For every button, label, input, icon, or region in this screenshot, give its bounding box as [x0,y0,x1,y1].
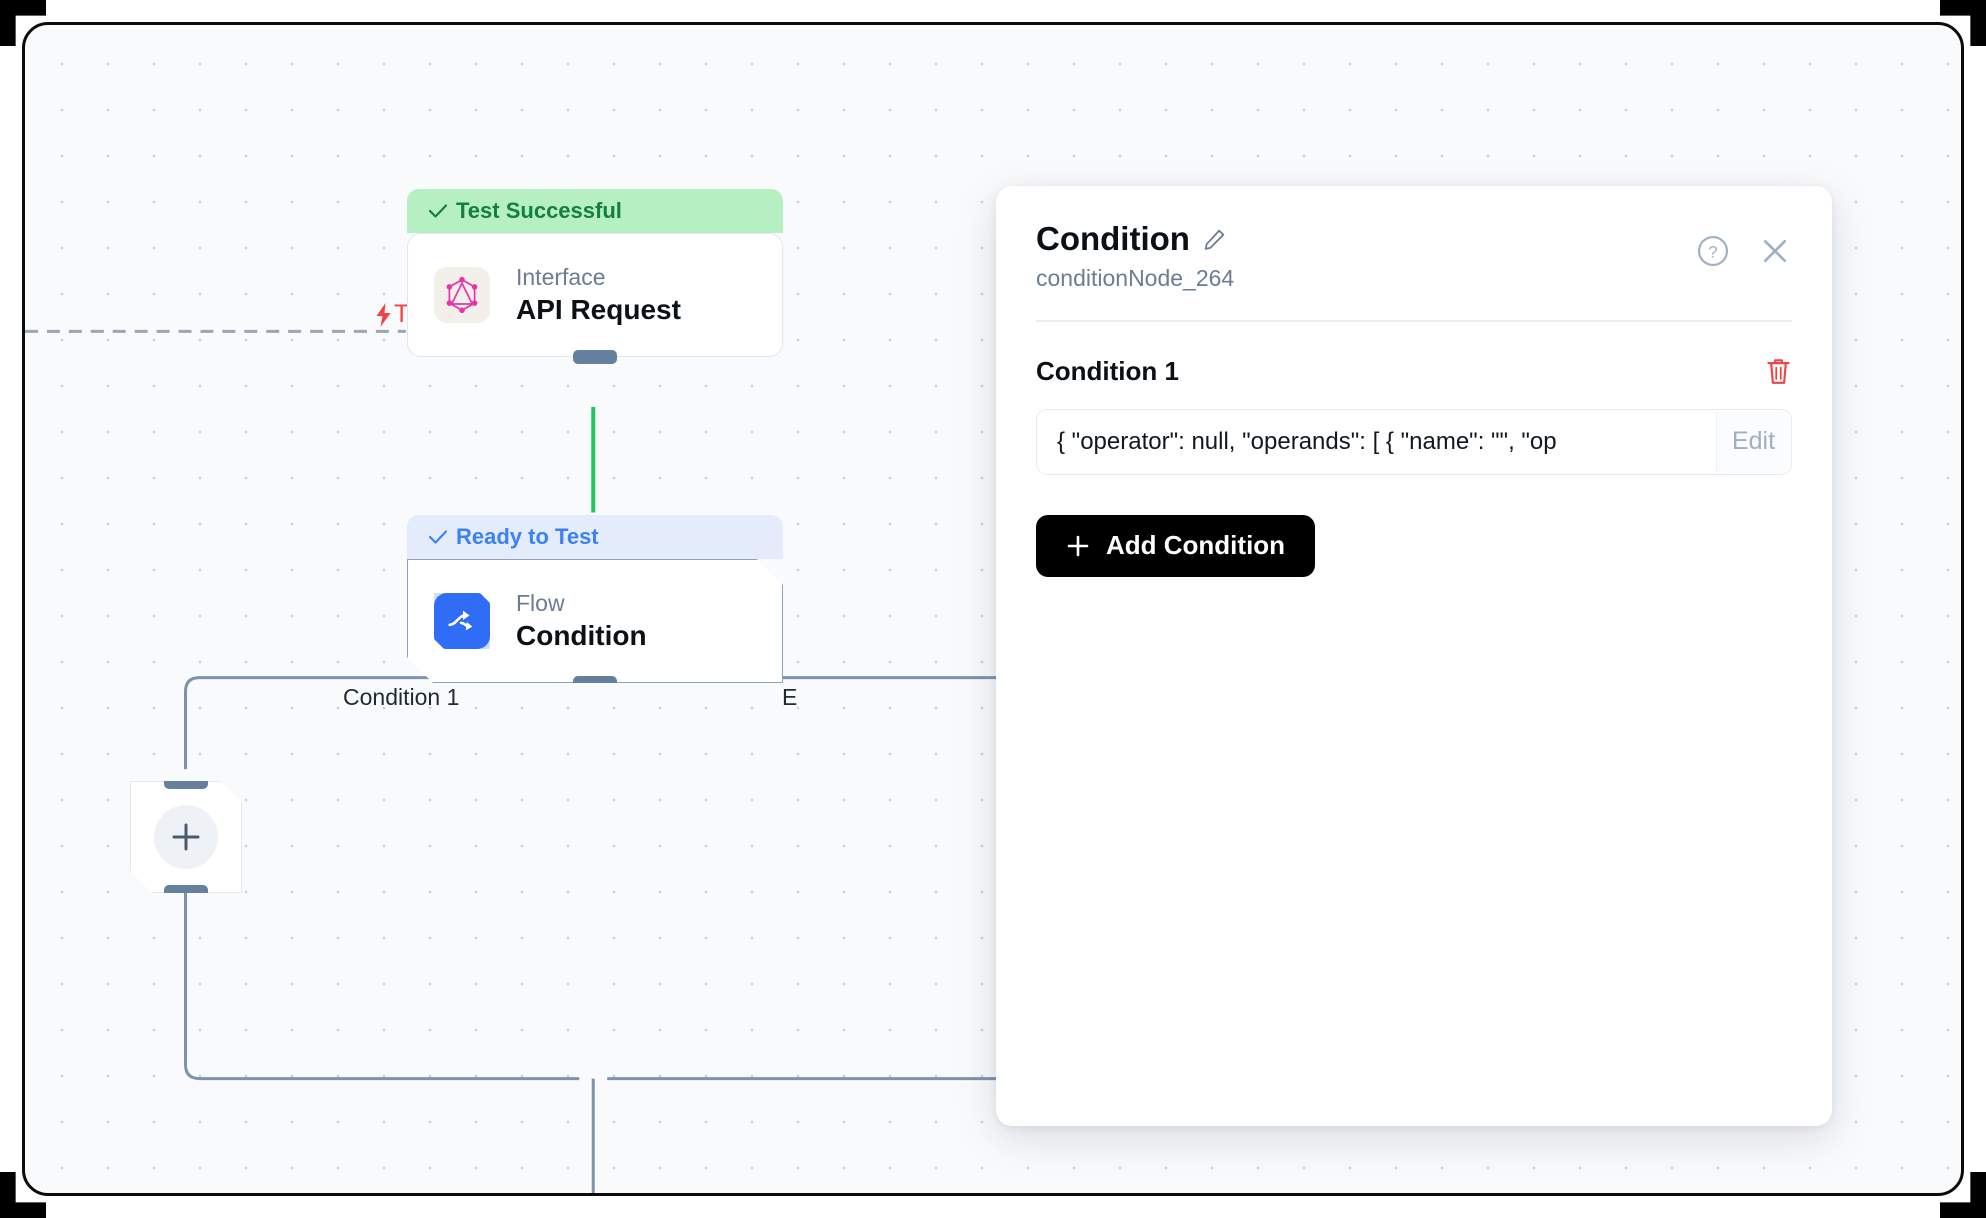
panel-title: Condition [1036,220,1190,257]
add-node-button[interactable] [130,781,242,893]
lightning-bolt-icon [376,302,391,327]
condition-properties-panel: Condition conditionNode_264 ? Condition … [996,186,1832,1126]
graphql-icon [434,267,490,323]
node-kind-label: Interface [516,264,606,291]
edit-condition-button[interactable]: Edit [1716,410,1790,473]
condition-row-header: Condition 1 [1036,356,1792,387]
condition-value-field[interactable]: { "operator": null, "operands": [ { "nam… [1036,408,1792,475]
panel-divider [1036,320,1792,322]
node-status-bar-ready: Ready to Test [407,515,783,559]
node-status-text: Test Successful [456,198,622,223]
node-status-text: Ready to Test [456,524,599,549]
check-icon [429,530,447,544]
node-handle-bottom[interactable] [573,350,617,364]
edge-plus-to-merge [184,888,580,1081]
node-condition[interactable]: Ready to Test Flow Condition [407,515,783,683]
node-card-api-request[interactable]: Interface API Request [407,233,783,364]
svg-text:?: ? [1708,243,1717,262]
panel-node-id: conditionNode_264 [1036,265,1235,291]
pencil-icon[interactable] [1202,227,1227,252]
node-handle-bottom[interactable] [573,676,617,690]
node-kind-label: Flow [516,590,565,617]
node-title-label: API Request [516,293,681,325]
node-handle-top[interactable] [164,775,208,789]
panel-title-row: Condition [1036,220,1792,258]
node-card-condition[interactable]: Flow Condition [407,559,783,683]
question-circle-icon[interactable]: ? [1696,234,1730,268]
close-icon[interactable] [1758,234,1792,268]
flow-branch-icon [434,593,490,649]
panel-action-buttons: ? [1696,234,1792,268]
plus-icon [171,822,201,852]
node-api-request[interactable]: Test Successful [407,189,783,364]
add-condition-label: Add Condition [1106,530,1286,560]
panel-header: Condition conditionNode_264 ? [1036,220,1792,292]
plus-icon [1067,535,1089,556]
branch-label-condition-1: Condition 1 [343,684,460,710]
branch-label-else: E [782,684,798,710]
plus-circle [154,805,218,869]
condition-value-text: { "operator": null, "operands": [ { "nam… [1057,427,1557,455]
trash-icon[interactable] [1765,356,1792,386]
add-condition-button[interactable]: Add Condition [1036,514,1316,577]
node-status-bar-success: Test Successful [407,189,783,233]
node-title-label: Condition [516,619,647,651]
node-handle-bottom[interactable] [164,885,208,899]
check-icon [429,204,447,218]
condition-name-label: Condition 1 [1036,355,1179,386]
